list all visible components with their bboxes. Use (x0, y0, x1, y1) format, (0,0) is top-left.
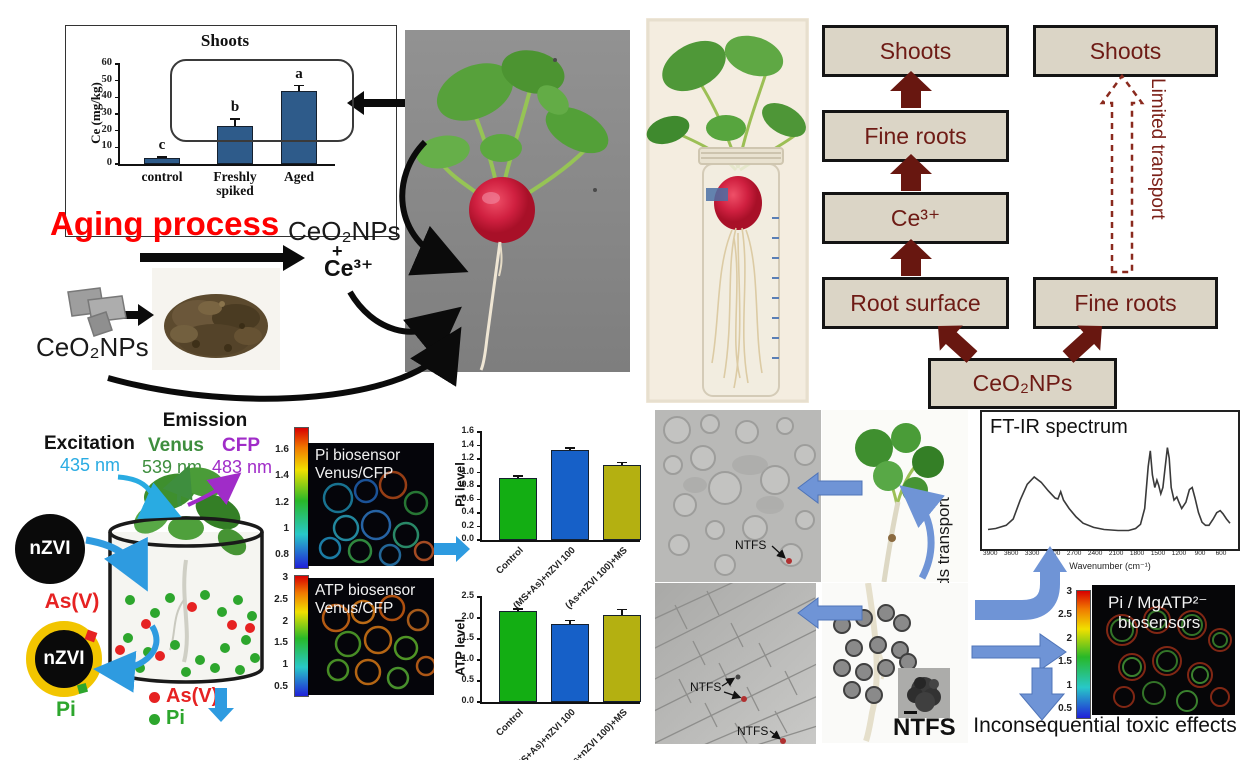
shoots-chart-title: Shoots (200, 31, 250, 50)
beaker-to-nzvi-arrow (93, 624, 160, 693)
bar-pi-level-1 (551, 450, 589, 540)
atp-biosensor-image (308, 578, 434, 695)
ntfs-label-big: NTFS (893, 714, 956, 741)
bar-pi-level-0 (499, 477, 537, 540)
flow-box-ce3: Ce³⁺ (822, 192, 1009, 244)
ftir-title: FT-IR spectrum (990, 416, 1128, 438)
root-cells-microscopy-image (655, 583, 816, 744)
beaker-plant (133, 467, 247, 663)
cfp-label: CFP (222, 435, 260, 456)
venus-wavelength: 539 nm (142, 457, 203, 477)
ntfs-label-1: NTFS (735, 538, 767, 552)
ftir-spectrum-curve (987, 447, 1231, 532)
solution-pi-dots (123, 590, 260, 677)
dashed-limited-transport-arrow (1099, 73, 1145, 274)
leaf-cells-microscopy-image (655, 410, 821, 582)
mg-colorbar (1076, 590, 1091, 719)
ceo2nps-source-label: CeO₂NPs (36, 332, 149, 362)
bar-atp-level-2 (603, 614, 641, 702)
excitation-wavelength: 435 nm (60, 455, 121, 475)
pi-label-circle: Pi (56, 698, 76, 721)
emission-label: Emission (162, 410, 248, 431)
arrow-nps-to-soil (112, 304, 154, 326)
venus-emission-arrow (162, 464, 193, 507)
flow-box-shoots-right: Shoots (1033, 25, 1218, 77)
nzvi-to-beaker-arrow (85, 536, 148, 592)
excitation-label: Excitation (44, 433, 135, 454)
radish-hydroponic-tube-photo (646, 18, 809, 403)
ftir-x-axis-label: Wavenumber (cm⁻¹) (1069, 561, 1151, 571)
plus-sign: + (332, 241, 343, 261)
ceo2nps-product-label: CeO₂NPs (288, 216, 401, 246)
ntfs-label-2: NTFS (690, 680, 722, 694)
pi-colorbar (294, 427, 309, 569)
aging-process-title: Aging process (50, 205, 280, 242)
atp-colorbar (294, 575, 309, 697)
sorbed-pi-particle (76, 682, 89, 695)
ntfs-label-3: NTFS (737, 724, 769, 738)
radish-plant-photo (405, 30, 630, 372)
nzvi-circle: nZVI (15, 514, 85, 584)
limited-transport-label: Limited transport (1147, 78, 1168, 220)
legend-asv-label: As(V) (166, 685, 219, 707)
ce3-ion-label: Ce³⁺ (324, 255, 374, 281)
flow-box-fine-roots-left: Fine roots (822, 110, 1009, 162)
ftir-panel (980, 410, 1240, 551)
flow-box-fine-roots-right: Fine roots (1033, 277, 1218, 329)
cfp-emission-arrow (187, 472, 242, 507)
solution-asv-dots (115, 602, 255, 661)
ntfs-tem-inset (898, 668, 950, 718)
excitation-arrow (117, 474, 182, 519)
nzvi-circle-label: nZVI (29, 538, 71, 559)
bar-atp-level-1 (551, 623, 589, 702)
mg-biosensors-caption: Pi / MgATP²⁻ biosensors (1108, 593, 1208, 632)
bar-shoots-1 (217, 125, 253, 164)
cfp-wavelength: 483 nm (212, 457, 273, 477)
pi-biosensor-image (308, 443, 434, 566)
bar-shoots-0 (144, 158, 180, 164)
flow-box-shoots-left: Shoots (822, 25, 1009, 77)
venus-label: Venus (148, 435, 204, 456)
legend-pi-label: Pi (166, 707, 185, 729)
conclusion-text: Inconsequential toxic effects (973, 714, 1237, 737)
legend-pi-dot (149, 714, 160, 725)
asv-label-circle: As(V) (44, 590, 100, 613)
beaker-diagram (108, 467, 264, 684)
highlight-rounded-box (170, 59, 354, 142)
mg-biosensors-image (1092, 585, 1235, 715)
soil-photo (152, 268, 280, 370)
bar-shoots-2 (281, 90, 317, 164)
bar-atp-level-0 (499, 610, 537, 702)
bent-up-arrow (975, 572, 1060, 620)
flow-box-ceo2nps: CeO₂NPs (928, 358, 1117, 409)
bar-pi-level-2 (603, 465, 641, 540)
flow-box-root-surface: Root surface (822, 277, 1009, 329)
legend-asv-dot (149, 692, 160, 703)
ceo2np-particles (67, 287, 127, 337)
nzvi-coated-label: nZVI (43, 648, 85, 669)
